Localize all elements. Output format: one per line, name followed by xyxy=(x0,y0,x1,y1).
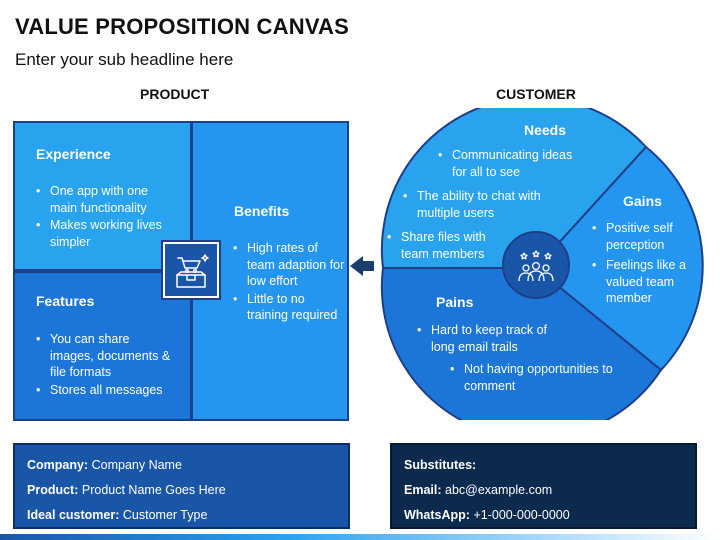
email-label: Email: xyxy=(404,483,442,497)
features-item: You can share images, documents & file f… xyxy=(36,331,176,381)
arrow-shaft xyxy=(362,261,374,271)
company-info-box: Company: Company Name Product: Product N… xyxy=(13,443,350,529)
pains-list-b: Not having opportunities to comment xyxy=(450,361,620,398)
experience-item: Makes working lives simpler xyxy=(36,217,176,250)
pains-item: Hard to keep track of long email trails xyxy=(417,322,567,355)
arrow-left-icon xyxy=(350,256,363,276)
substitutes-row: Substitutes: xyxy=(404,453,683,478)
company-value: Company Name xyxy=(91,458,182,472)
product-value: Product Name Goes Here xyxy=(81,483,226,497)
features-cell: Features You can share images, documents… xyxy=(13,271,192,421)
page-subtitle: Enter your sub headline here xyxy=(15,50,234,69)
page-title: VALUE PROPOSITION CANVAS xyxy=(15,14,350,39)
whatsapp-value: +1-000-000-0000 xyxy=(473,508,570,522)
company-label: Company: xyxy=(27,458,89,472)
pains-title: Pains xyxy=(436,294,474,310)
ideal-customer-label: Ideal customer: xyxy=(27,508,120,522)
pains-list-a: Hard to keep track of long email trails xyxy=(417,322,567,359)
needs-item: The ability to chat with multiple users xyxy=(403,188,543,221)
shopping-cart-box-icon xyxy=(161,240,221,300)
contact-info-box: Substitutes: Email: abc@example.com What… xyxy=(390,443,697,529)
benefits-item: High rates of team adaption for low effo… xyxy=(233,240,345,290)
team-stars-icon xyxy=(518,250,554,282)
needs-item: Share files with team members xyxy=(387,229,505,262)
pains-item: Not having opportunities to comment xyxy=(450,361,620,394)
center-circle xyxy=(502,231,570,299)
needs-list-c: Share files with team members xyxy=(387,229,505,266)
email-value: abc@example.com xyxy=(445,483,553,497)
company-row: Company: Company Name xyxy=(27,453,336,478)
substitutes-label: Substitutes: xyxy=(404,458,477,472)
ideal-customer-row: Ideal customer: Customer Type xyxy=(27,503,336,528)
gains-title: Gains xyxy=(623,193,662,209)
needs-title: Needs xyxy=(524,122,567,138)
experience-list: One app with one main functionality Make… xyxy=(36,183,176,251)
features-list: You can share images, documents & file f… xyxy=(36,331,176,399)
whatsapp-row: WhatsApp: +1-000-000-0000 xyxy=(404,503,683,528)
needs-list-a: Communicating ideas for all to see xyxy=(438,147,578,184)
experience-title: Experience xyxy=(36,146,111,162)
benefits-title: Benefits xyxy=(234,203,290,219)
product-heading: PRODUCT xyxy=(140,86,210,102)
email-row: Email: abc@example.com xyxy=(404,478,683,503)
ideal-customer-value: Customer Type xyxy=(122,508,208,522)
whatsapp-label: WhatsApp: xyxy=(404,508,470,522)
benefits-item: Little to no training required xyxy=(233,291,345,324)
features-title: Features xyxy=(36,293,95,309)
customer-heading: CUSTOMER xyxy=(496,86,576,102)
needs-item: Communicating ideas for all to see xyxy=(438,147,578,180)
features-item: Stores all messages xyxy=(36,382,176,399)
gains-item: Positive self perception xyxy=(592,220,697,253)
benefits-list: High rates of team adaption for low effo… xyxy=(233,240,345,325)
experience-item: One app with one main functionality xyxy=(36,183,176,216)
gains-item: Feelings like a valued team member xyxy=(592,257,697,307)
product-row: Product: Product Name Goes Here xyxy=(27,478,336,503)
needs-list-b: The ability to chat with multiple users xyxy=(403,188,543,225)
gains-list: Positive self perception Feelings like a… xyxy=(592,220,697,311)
experience-cell: Experience One app with one main functio… xyxy=(13,121,192,271)
product-label: Product: xyxy=(27,483,79,497)
bottom-accent-strip xyxy=(0,534,720,540)
